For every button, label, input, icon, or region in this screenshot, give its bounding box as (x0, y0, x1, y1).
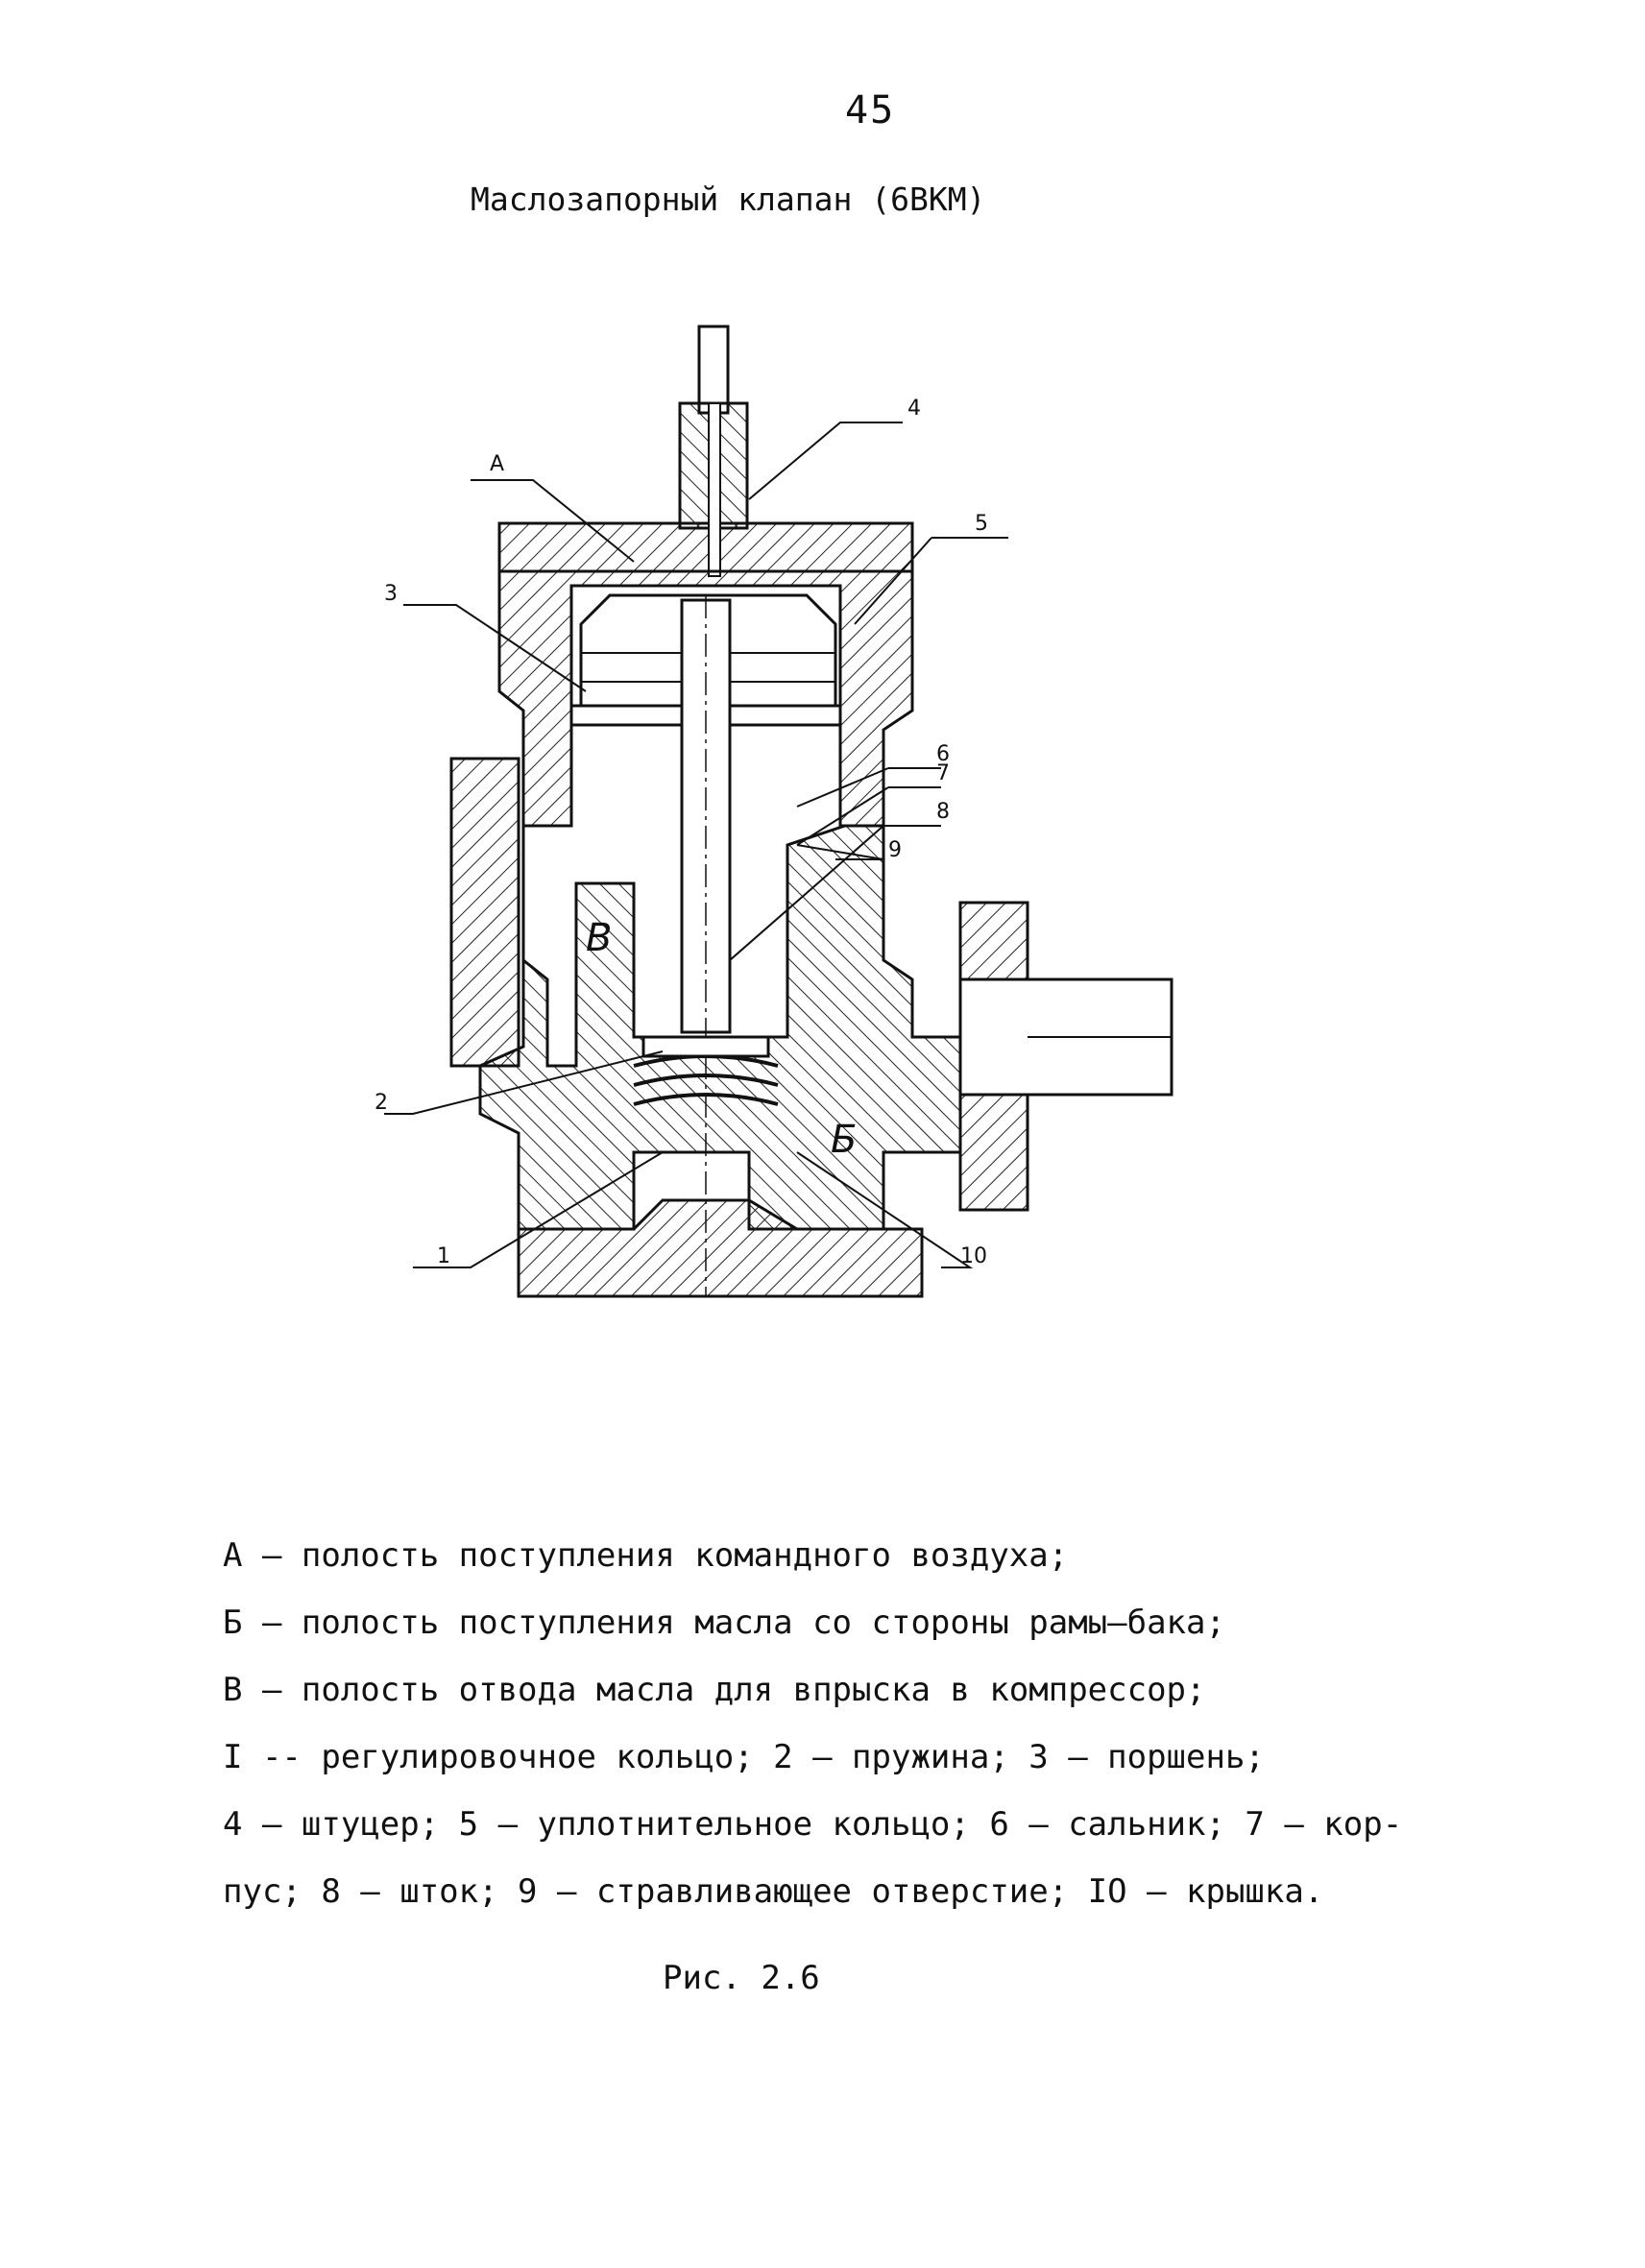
callout-2: 2 (375, 1091, 388, 1115)
callout-3: 3 (384, 582, 398, 606)
cavity-label-v: В (586, 916, 612, 960)
valve-body (478, 824, 962, 1231)
callout-6: 6 (936, 742, 950, 766)
callout-a: А (490, 452, 504, 476)
legend: А – полость поступления командного возду… (223, 1522, 1471, 1925)
callout-4: 4 (907, 397, 921, 421)
legend-line: В – полость отвода масла для впрыска в к… (223, 1671, 1206, 1709)
page-number: 45 (845, 88, 896, 133)
legend-line: пус; 8 – шток; 9 – стравливающее отверст… (223, 1872, 1324, 1911)
legend-line: I -- регулировочное кольцо; 2 – пружина;… (223, 1738, 1265, 1776)
callout-5: 5 (975, 512, 988, 536)
callout-9: 9 (888, 838, 902, 862)
callout-7: 7 (936, 761, 950, 785)
figure-caption: Рис. 2.6 (663, 1959, 820, 1997)
top-cover (497, 521, 914, 573)
upper-body (497, 569, 914, 828)
left-flange (449, 757, 520, 1068)
cavity-label-b: Б (831, 1118, 857, 1162)
callout-10: 10 (960, 1244, 987, 1268)
legend-line: А – полость поступления командного возду… (223, 1536, 1069, 1575)
bottom-cover (517, 1198, 924, 1298)
valve-drawing: В Б А 4 5 3 6 7 8 9 2 1 1 (346, 307, 1402, 1479)
figure-title: Маслозапорный клапан (6ВКМ) (471, 181, 986, 218)
legend-line: Б – полость поступления масла со стороны… (223, 1604, 1225, 1642)
callout-8: 8 (936, 800, 950, 824)
valve-disk (641, 1035, 770, 1058)
legend-line: 4 – штуцер; 5 – уплотнительное кольцо; 6… (223, 1805, 1403, 1844)
callout-1: 1 (437, 1244, 450, 1268)
